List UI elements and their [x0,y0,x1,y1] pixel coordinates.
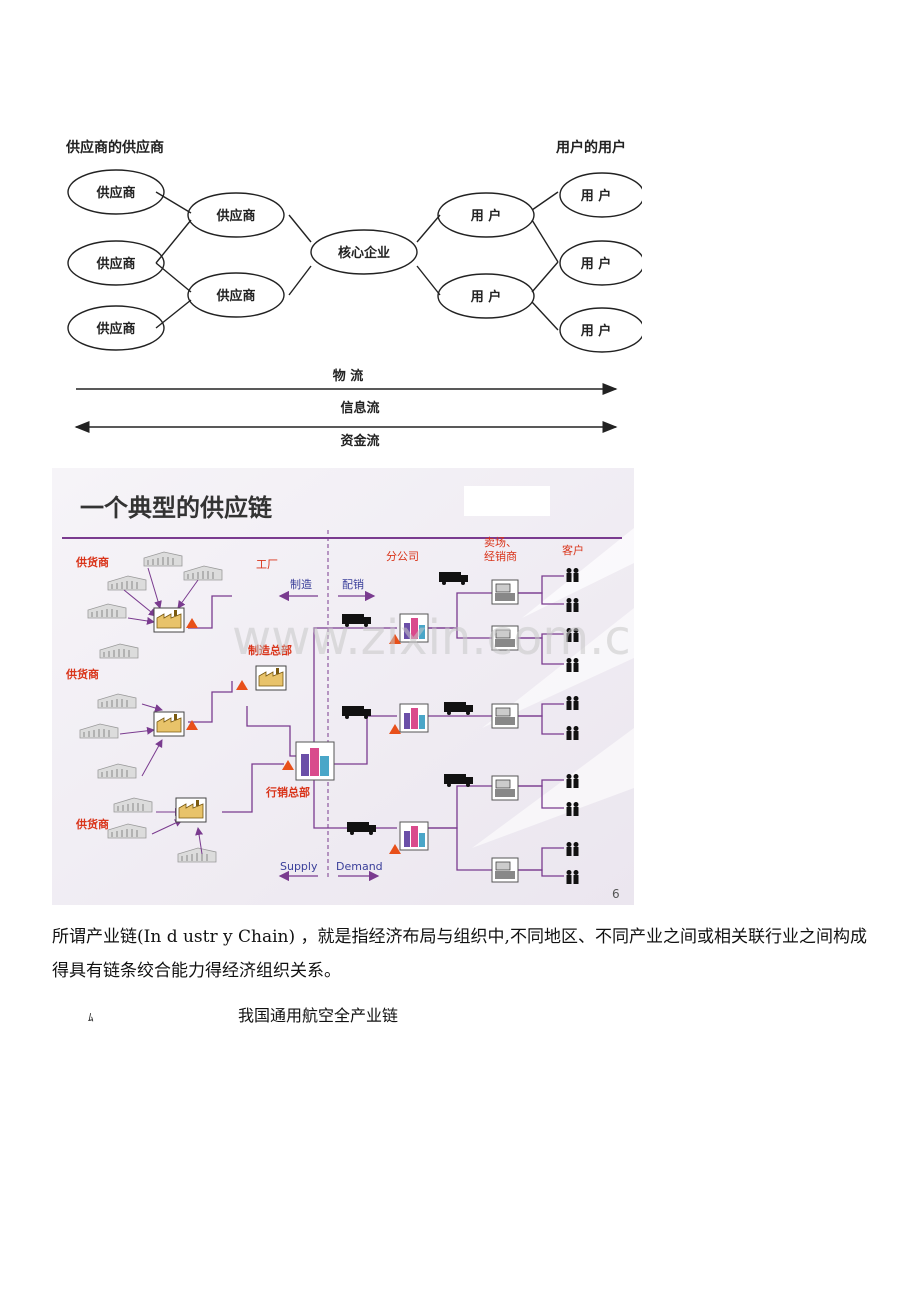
store-label-2: 经销商 [484,549,517,563]
factory-3 [175,797,207,823]
flow-capital: 资金流 [340,433,379,449]
hq-manufacture-icon [255,665,287,691]
manufacture-label: 制造 [290,577,312,591]
hq-sales-label: 行销总部 [265,785,310,799]
section-heading-text: 我国通用航空全产业链 [238,1006,399,1025]
branch-label: 分公司 [386,550,419,563]
industry-chain-paragraph: 所谓产业链(In d ustr y Chain) ，就是指经济布局与组织中,不同… [52,927,867,981]
supplier-node-2 [67,240,165,286]
top-right-label: 用户的用户 [556,139,626,156]
supplier-label-bottom: 供货商 [75,817,109,831]
supplier-node-4 [187,192,285,238]
supplier-label-top: 供货商 [75,555,109,569]
list-marker: ﾑ [88,1011,94,1024]
page-number: 6 [612,887,620,901]
section-heading: ﾑ 我国通用航空全产业链 [88,1002,398,1026]
end-user-label-2: 用 户 [580,256,612,272]
top-left-label: 供应商的供应商 [65,139,164,156]
branch-2 [399,703,429,733]
distribute-label: 配销 [342,577,364,591]
hq-manufacture-label: 制造总部 [248,643,292,657]
supplier-label-1: 供应商 [95,185,135,201]
customer-label: 客户 [562,543,584,557]
typical-supply-chain-slide: 一个典型的供应链 [52,468,634,905]
supplier-node-5 [187,272,285,318]
supply-network-diagram: 供应商的供应商 用户的用户 供应商 供应商 供应商 供应商 供应商 核心企业 用… [65,130,646,460]
user-node-1 [437,192,535,238]
user-node-2 [437,273,535,319]
supplier-node-3 [67,305,165,351]
slide-title: 一个典型的供应链 [80,494,273,522]
end-user-label-3: 用 户 [580,323,612,339]
branch-3 [399,821,429,851]
supplier-label-2: 供应商 [95,256,135,272]
watermark: www.zixin.com.cn [232,610,634,666]
user-label-1: 用 户 [470,208,502,224]
supply-label: Supply [280,860,318,873]
end-user-label-1: 用 户 [580,188,612,204]
supplier-label-3: 供应商 [95,321,135,337]
supplier-label-mid: 供货商 [65,667,99,681]
user-label-2: 用 户 [470,289,502,305]
flow-logistics: 物 流 [333,368,364,384]
flow-information: 信息流 [340,400,379,416]
factory-label: 工厂 [256,558,278,571]
hq-sales-icon [295,741,335,781]
store-label: 卖场、 [484,535,517,549]
supplier-label-5: 供应商 [215,288,255,304]
supplier-node-1 [67,169,165,215]
factory-2 [153,711,185,737]
core-node [310,229,418,275]
core-label: 核心企业 [338,245,390,261]
supplier-label-4: 供应商 [215,208,255,224]
demand-label: Demand [336,860,383,873]
factory-1 [153,607,185,633]
